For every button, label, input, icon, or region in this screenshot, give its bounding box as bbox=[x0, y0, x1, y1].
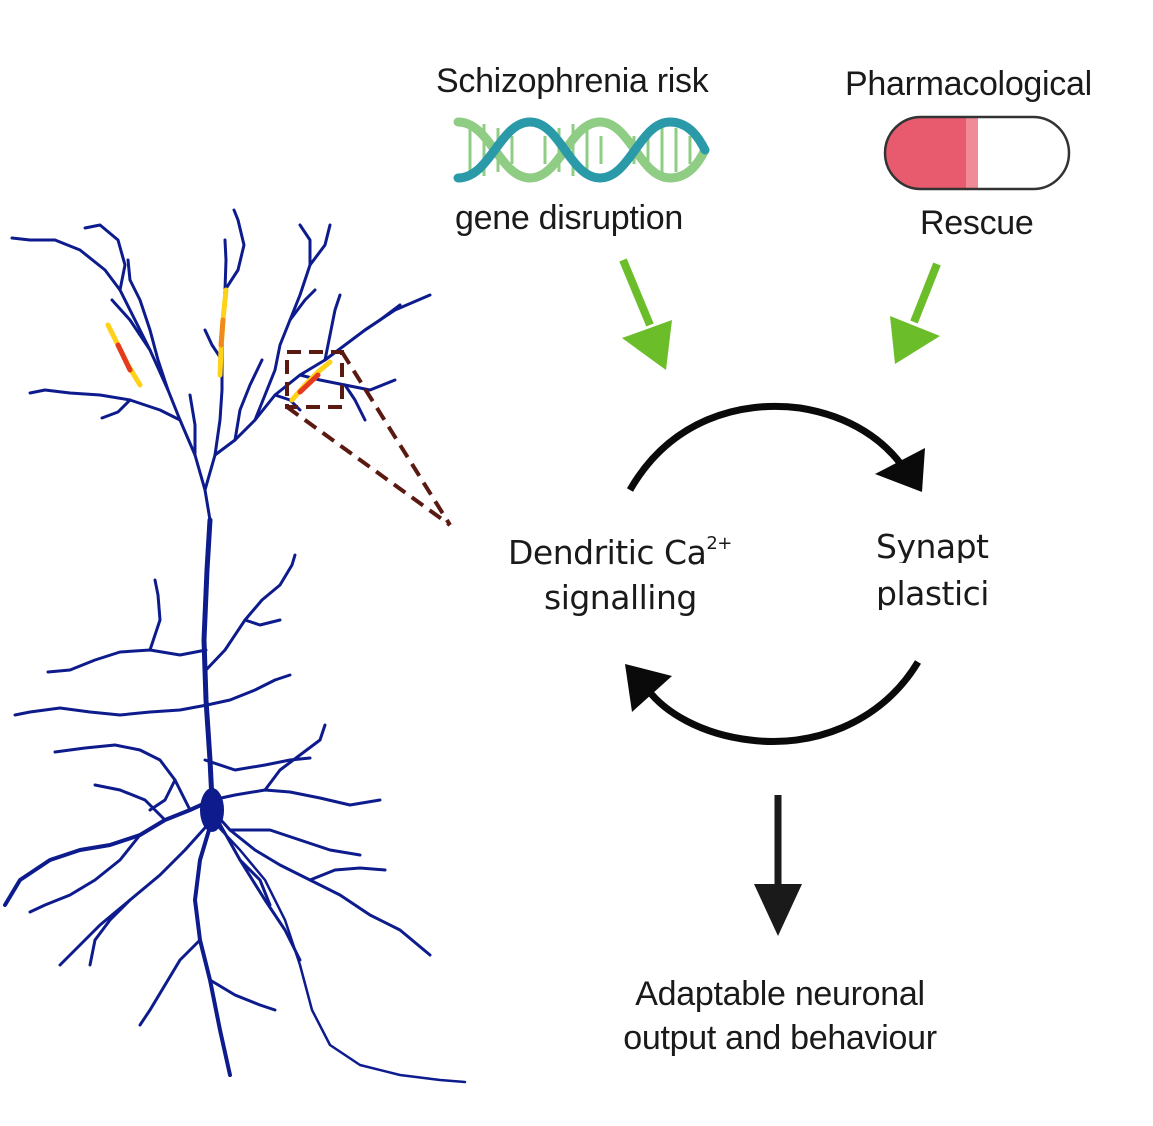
pharm-label-bottom: Rescue bbox=[920, 204, 1034, 242]
apical-trunk bbox=[201, 517, 215, 803]
hotspot-1-core bbox=[115, 342, 133, 373]
soma bbox=[200, 788, 224, 832]
dna-helix-icon bbox=[453, 117, 710, 183]
dendritic-superscript: 2+ bbox=[706, 533, 732, 554]
zoom-indicator bbox=[285, 350, 452, 527]
synaptic-label-line1: Synaptic bbox=[876, 530, 990, 563]
zoom-box bbox=[285, 350, 344, 409]
apical-tuft bbox=[10, 208, 432, 522]
zoom-line-bottom bbox=[285, 405, 452, 527]
oblique-dendrites bbox=[13, 553, 297, 717]
zoom-line-top bbox=[340, 350, 452, 527]
axon bbox=[210, 818, 467, 1084]
pill-capsule-icon bbox=[883, 115, 1071, 191]
output-label-line2: output and behaviour bbox=[623, 1019, 937, 1057]
output-arrow bbox=[754, 795, 802, 936]
rescue-arrow bbox=[890, 262, 941, 364]
calcium-hotspots bbox=[105, 287, 333, 403]
output-label-line1: Adaptable neuronal bbox=[635, 975, 925, 1013]
cycle-arrow-top bbox=[626, 402, 925, 492]
risk-label-bottom: gene disruption bbox=[455, 199, 684, 237]
dendritic-label: Dendritic Ca2+ bbox=[508, 533, 732, 572]
basal-dendrites bbox=[3, 723, 432, 1077]
dendritic-label-line1: Dendritic Ca bbox=[508, 533, 707, 572]
risk-label-top: Schizophrenia risk bbox=[436, 62, 709, 100]
pyramidal-neuron bbox=[3, 208, 467, 1084]
synaptic-label-line2: plasticity bbox=[876, 577, 990, 610]
hotspot-2-core bbox=[218, 317, 226, 348]
dendritic-label-line2: signalling bbox=[544, 578, 697, 617]
cycle-arrow-bottom bbox=[625, 660, 921, 746]
pharm-label-top: Pharmacological bbox=[845, 65, 1092, 103]
hotspot-3-core bbox=[297, 372, 321, 395]
risk-arrow bbox=[619, 258, 672, 370]
